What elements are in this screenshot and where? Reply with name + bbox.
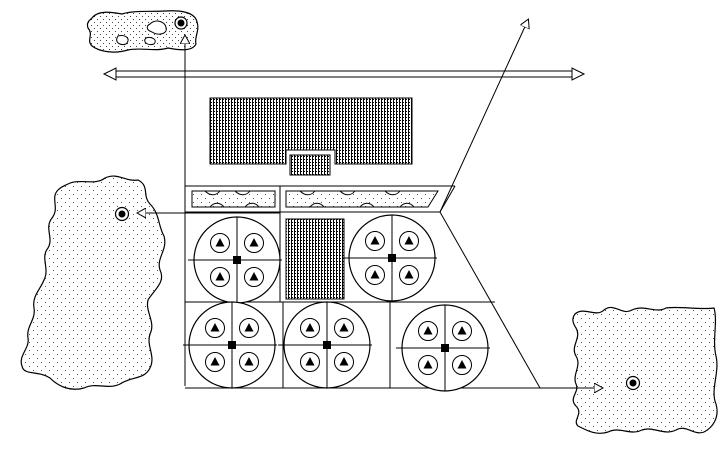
dotted-strip-right-edge [299,190,415,208]
trap-unit [343,214,437,302]
triangle-icon [249,272,259,281]
center-square-icon [228,341,236,349]
triangle-icon [404,270,414,279]
triangle-icon [215,272,225,281]
triangle-icon [244,357,254,366]
trap-unit [278,301,372,389]
target-dot-icon [174,16,188,30]
triangle-icon [210,357,220,366]
hatched-block-middle [285,218,345,300]
triangle-icon [210,323,220,332]
triangle-icon [423,360,433,369]
triangle-icon [305,323,315,332]
triangle-icon [404,236,414,245]
triangle-icon [249,238,259,247]
triangle-icon [244,323,254,332]
trap-unit [188,216,282,304]
trap-unit [396,304,490,392]
triangle-icon [215,238,225,247]
dotted-strip-left-edge [204,190,260,208]
triangle-icon [370,270,380,279]
top-left-patch-holes [116,20,167,45]
target-dot-icon [114,206,130,222]
dotted-strip-left [191,190,276,208]
center-square-icon [388,254,396,262]
diagonal-arrow [439,20,528,213]
triangle-icon [370,236,380,245]
center-square-icon [323,341,331,349]
top-left-patch [86,10,199,53]
hatched-block-small [289,154,331,176]
left-patch [20,175,166,390]
center-square-icon [233,256,241,264]
bottom-right-patch [572,306,718,434]
trap-unit [183,301,277,389]
trap-units [183,214,490,392]
target-dot-icon [625,375,641,391]
triangle-icon [305,357,315,366]
hatched-block-top [209,97,413,165]
center-square-icon [441,344,449,352]
triangle-icon [339,323,349,332]
triangle-icon [423,326,433,335]
dotted-strip-right [285,190,439,208]
triangle-icon [339,357,349,366]
double-headed-arrow [102,67,586,81]
triangle-icon [457,326,467,335]
triangle-icon [457,360,467,369]
